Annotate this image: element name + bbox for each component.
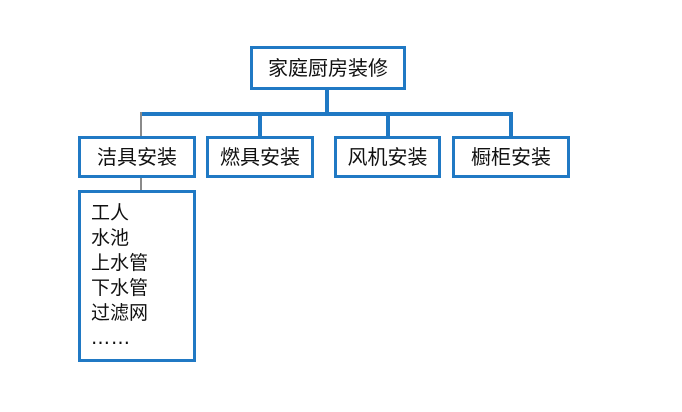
child-node-label: 风机安装 bbox=[347, 145, 428, 169]
detail-list-item: 过滤网 bbox=[91, 302, 149, 324]
connector-drop-child-1 bbox=[258, 112, 262, 138]
connector-drop-child-2 bbox=[386, 112, 390, 138]
detail-list-item: 工人 bbox=[91, 202, 130, 224]
detail-list-item: 下水管 bbox=[91, 277, 149, 299]
connector-drop-detail-list bbox=[140, 176, 142, 192]
connector-drop-child-3 bbox=[509, 112, 513, 138]
child-node-label: 燃具安装 bbox=[220, 145, 300, 169]
child-node-label: 洁具安装 bbox=[97, 145, 177, 169]
detail-list-item-ellipsis: …… bbox=[91, 327, 131, 349]
child-node-jieju[interactable]: 洁具安装 bbox=[78, 136, 196, 178]
connector-root-stem bbox=[325, 90, 329, 116]
root-node[interactable]: 家庭厨房装修 bbox=[250, 46, 406, 90]
detail-list-item: 水池 bbox=[91, 227, 130, 249]
child-node-chugui[interactable]: 橱柜安装 bbox=[452, 136, 570, 178]
detail-list-node[interactable]: 工人 水池 上水管 下水管 过滤网 …… bbox=[78, 190, 196, 362]
child-node-fengji[interactable]: 风机安装 bbox=[334, 136, 441, 178]
child-node-ranju[interactable]: 燃具安装 bbox=[206, 136, 314, 178]
connector-horizontal-bus bbox=[140, 112, 513, 116]
root-node-label: 家庭厨房装修 bbox=[268, 56, 388, 80]
connector-drop-child-0 bbox=[140, 112, 142, 138]
detail-list-item: 上水管 bbox=[91, 252, 149, 274]
child-node-label: 橱柜安装 bbox=[471, 145, 551, 169]
